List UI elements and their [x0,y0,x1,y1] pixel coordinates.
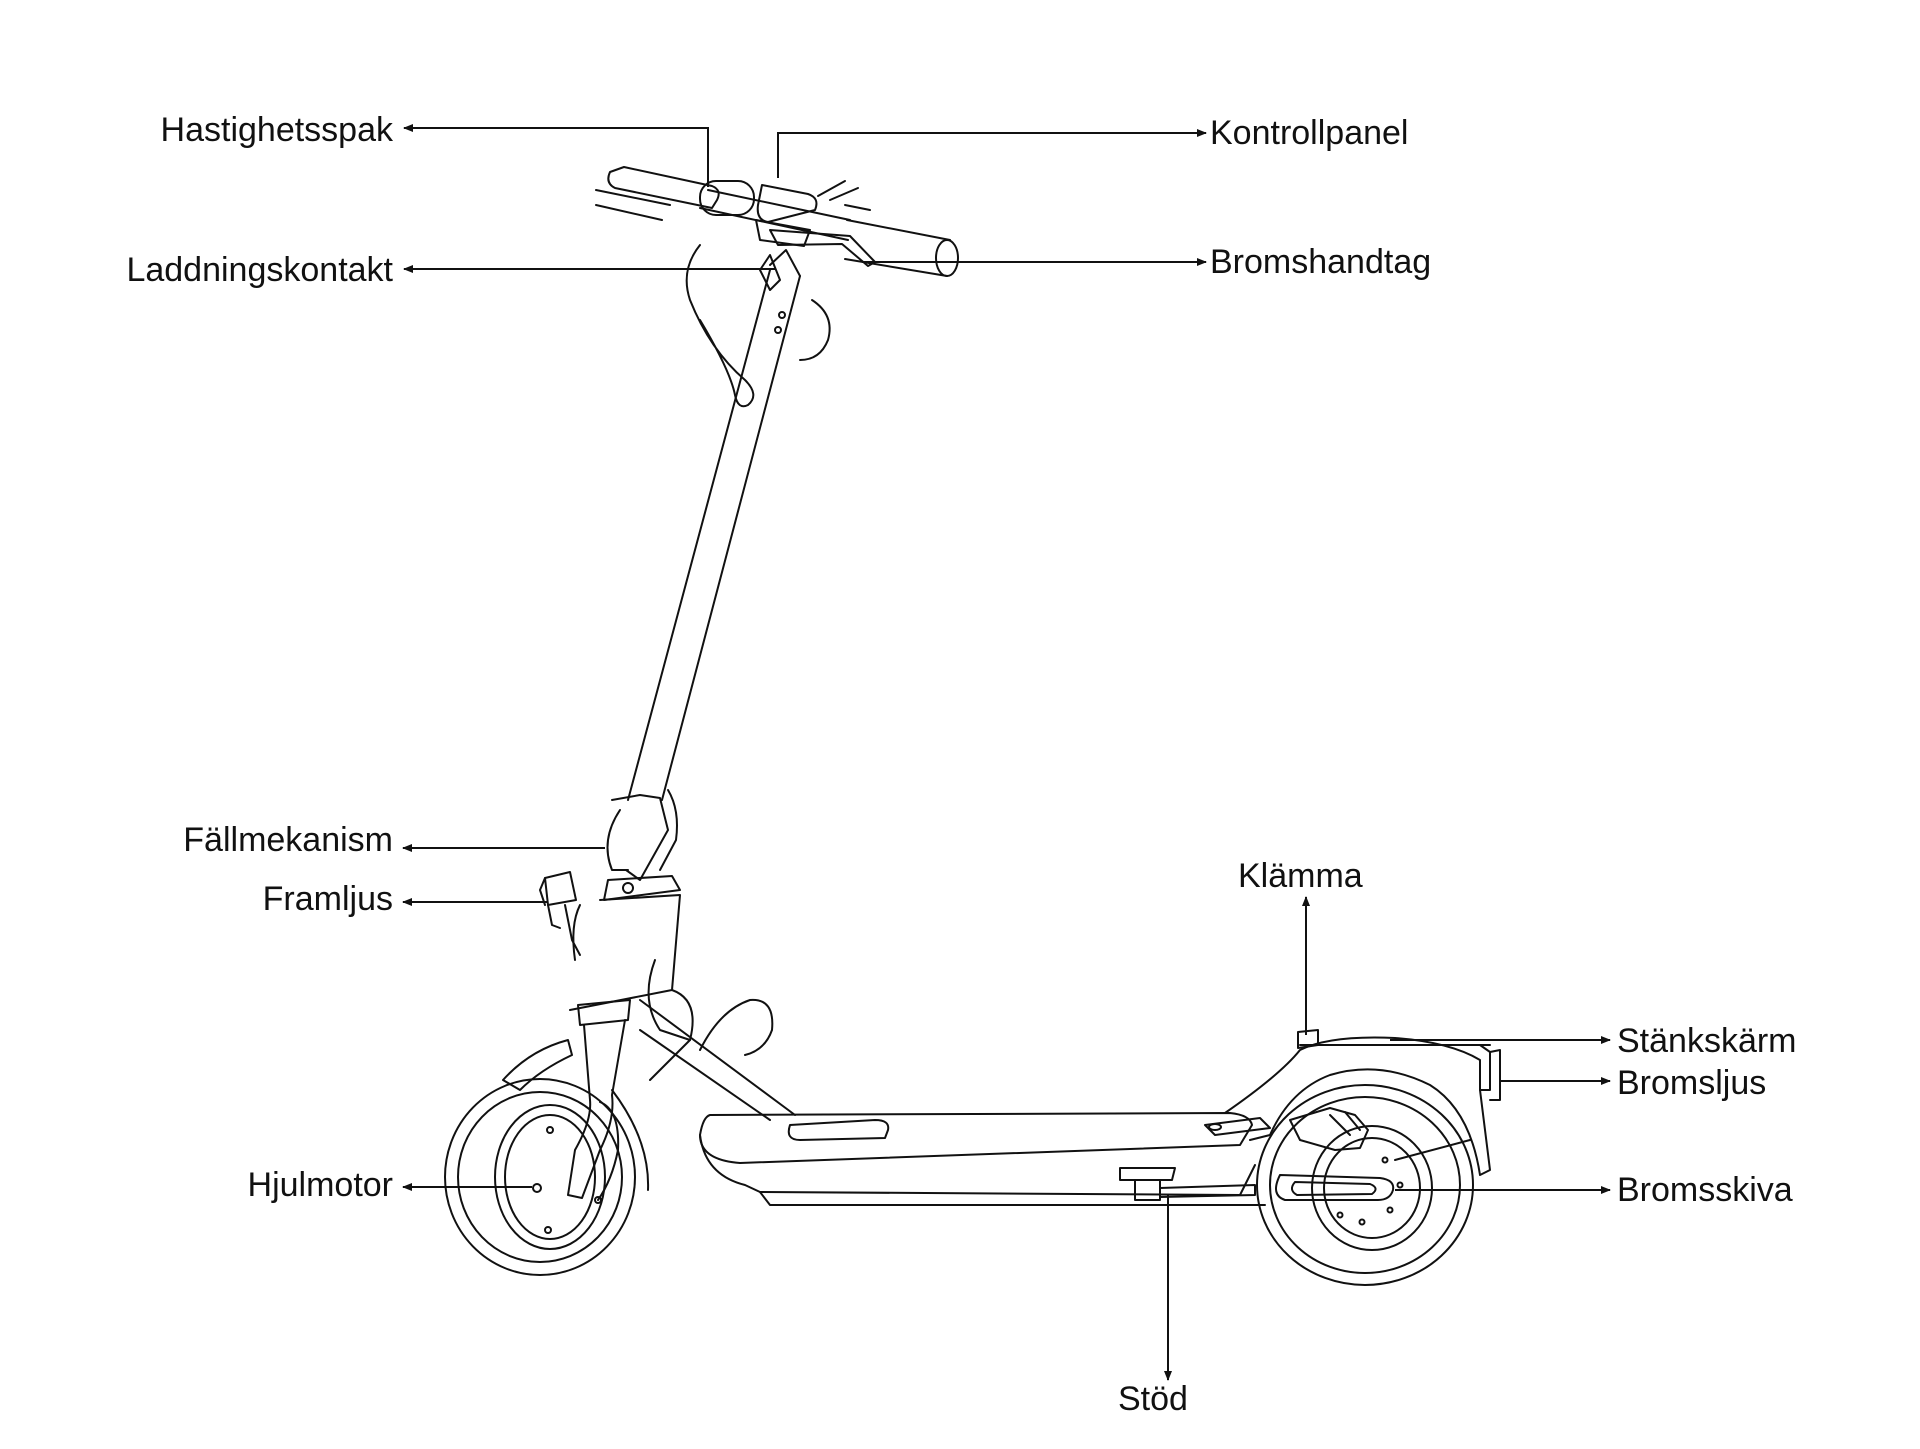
label-framljus: Framljus [262,880,393,918]
label-fallmekanism: Fällmekanism [183,821,393,859]
leader-hastighetsspak [403,124,709,187]
label-stankskarm: Stänkskärm [1617,1022,1797,1060]
label-laddningskontakt: Laddningskontakt [126,251,393,289]
front-wheel [444,999,650,1276]
label-hastighetsspak: Hastighetsspak [160,111,393,149]
leader-lines [402,124,1611,1381]
label-kontrollpanel: Kontrollpanel [1210,114,1409,152]
label-bromshandtag: Bromshandtag [1210,243,1432,281]
handlebar [595,166,959,277]
label-stod: Stöd [1118,1380,1188,1418]
stem [627,244,831,801]
label-klamma: Klämma [1238,857,1363,895]
deck [639,998,1266,1206]
folding-mechanism [539,789,694,1081]
leader-kontrollpanel [777,129,1207,178]
rear-wheel [1256,1084,1474,1286]
label-hjulmotor: Hjulmotor [247,1166,393,1204]
label-bromsskiva: Bromsskiva [1617,1171,1793,1209]
scooter-drawing [444,166,1501,1286]
label-bromsljus: Bromsljus [1617,1064,1767,1102]
rear-fender [1204,1029,1501,1176]
